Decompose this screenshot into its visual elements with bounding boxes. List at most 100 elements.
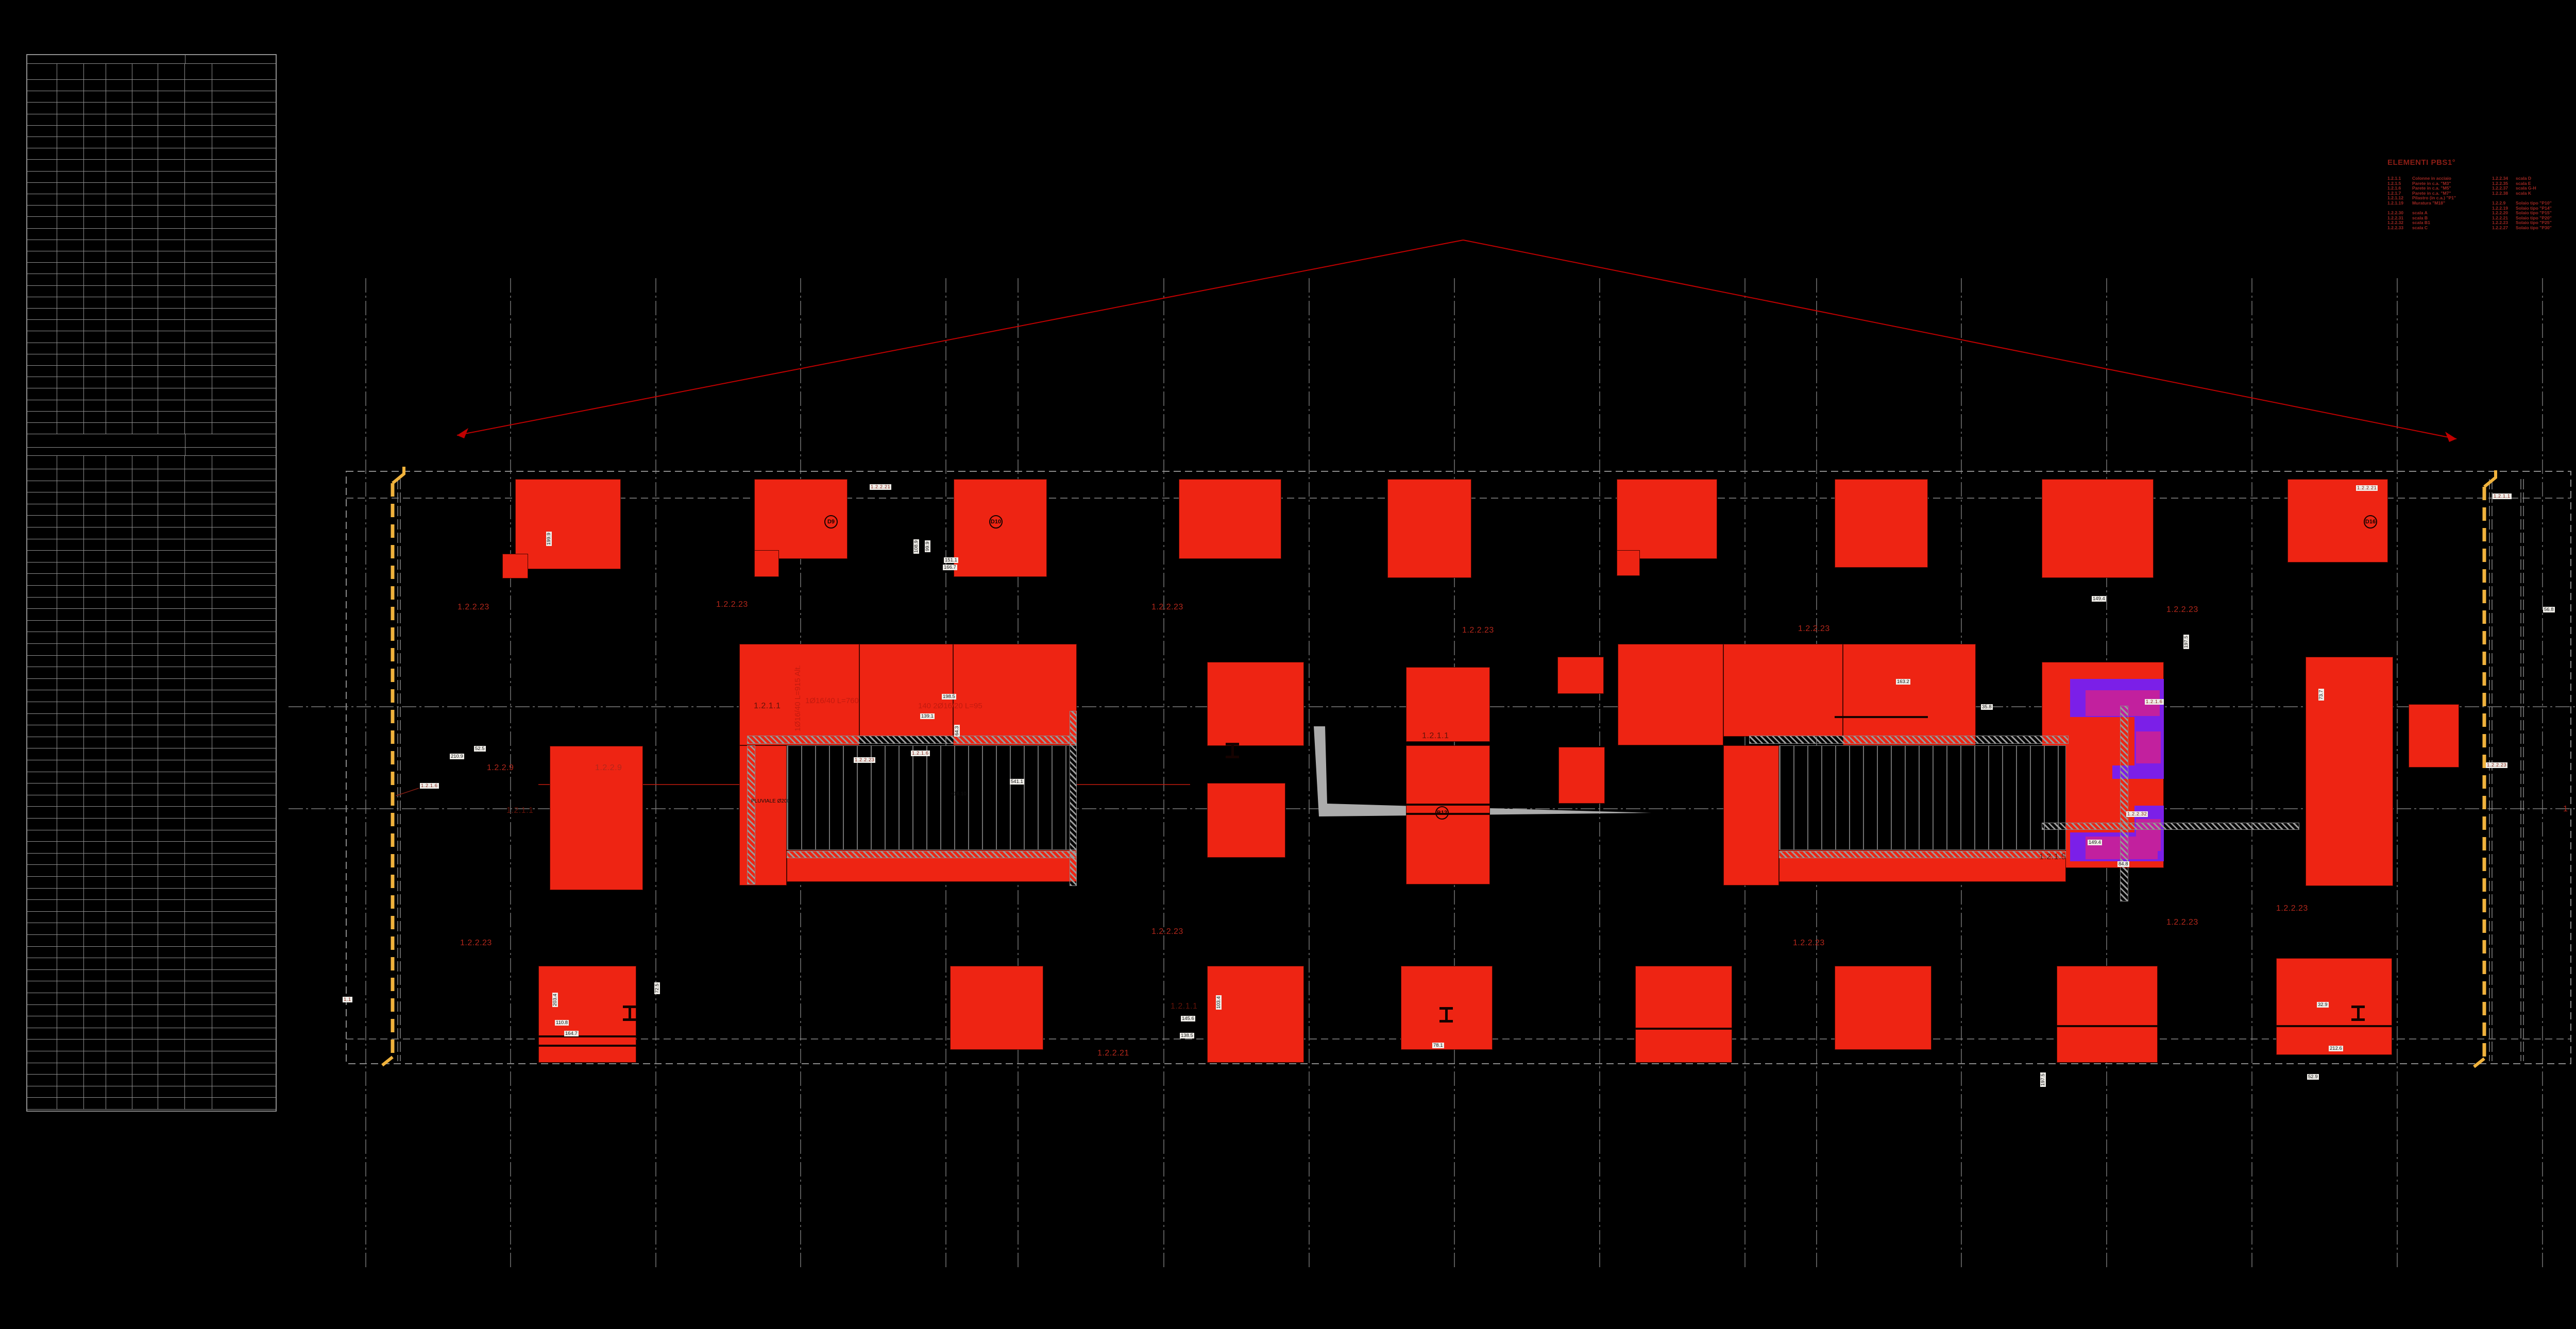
schedule-cell xyxy=(132,423,159,434)
pbs-code-label: 1.2.1.1 xyxy=(1422,731,1449,740)
schedule-cell xyxy=(57,469,84,481)
schedule-cell xyxy=(185,411,212,422)
schedule-cell xyxy=(185,103,212,114)
legend-item: Solaio tipo "P15" xyxy=(2516,210,2552,216)
schedule-cell xyxy=(57,492,84,504)
schedule-row xyxy=(27,228,277,240)
schedule-cell xyxy=(212,725,277,737)
schedule-row xyxy=(27,958,277,970)
pbs-code-label: 1.2.2.32 xyxy=(2126,811,2148,817)
schedule-cell xyxy=(84,400,107,411)
schedule-cell xyxy=(132,411,159,422)
schedule-cell xyxy=(84,807,107,818)
schedule-cell xyxy=(57,251,84,263)
schedule-cell xyxy=(212,644,277,655)
schedule-cell xyxy=(27,434,186,447)
schedule-cell xyxy=(185,551,212,562)
schedule-cell xyxy=(84,562,107,574)
schedule-cell xyxy=(185,309,212,320)
schedule-cell xyxy=(27,377,58,388)
schedule-row xyxy=(27,516,277,527)
schedule-cell xyxy=(158,632,185,643)
schedule-row xyxy=(27,504,277,516)
schedule-cell xyxy=(84,411,107,422)
slab-region xyxy=(1557,657,1604,694)
schedule-cell xyxy=(185,1040,212,1051)
schedule-cell xyxy=(27,91,58,103)
schedule-cell xyxy=(132,240,159,251)
schedule-row xyxy=(27,320,277,332)
schedule-cell xyxy=(185,527,212,539)
schedule-cell xyxy=(132,795,159,807)
schedule-cell xyxy=(57,562,84,574)
schedule-cell xyxy=(132,644,159,655)
schedule-cell xyxy=(84,1004,107,1016)
schedule-cell xyxy=(185,737,212,748)
schedule-cell xyxy=(57,1075,84,1086)
schedule-cell xyxy=(212,1086,277,1098)
schedule-cell xyxy=(212,423,277,434)
schedule-cell xyxy=(57,853,84,865)
schedule-row xyxy=(27,527,277,539)
schedule-cell xyxy=(132,923,159,934)
schedule-cell xyxy=(84,377,107,388)
schedule-cell xyxy=(158,125,185,137)
schedule-cell xyxy=(185,182,212,194)
schedule-cell xyxy=(132,562,159,574)
schedule-cell xyxy=(212,900,277,911)
legend-item: scala B xyxy=(2412,215,2428,220)
pbs-code-label: 1.2.2.23 xyxy=(2486,762,2508,768)
schedule-cell xyxy=(185,586,212,597)
schedule-row xyxy=(27,263,277,275)
schedule-cell xyxy=(212,331,277,343)
schedule-cell xyxy=(57,285,84,297)
legend-item: 1.2.1.12 xyxy=(2387,195,2404,201)
schedule-cell xyxy=(132,504,159,516)
dimension-tag: 210.9 xyxy=(450,754,464,759)
schedule-cell xyxy=(158,377,185,388)
schedule-cell xyxy=(185,320,212,331)
schedule-cell xyxy=(106,551,132,562)
schedule-cell xyxy=(106,492,132,504)
legend-item: Solaio tipo "P20" xyxy=(2516,215,2552,220)
schedule-row xyxy=(27,182,277,194)
schedule-cell xyxy=(185,783,212,795)
schedule-cell xyxy=(158,206,185,217)
dimension-tag: 198.5 xyxy=(942,694,956,700)
schedule-cell xyxy=(132,64,159,79)
schedule-cell xyxy=(84,206,107,217)
schedule-cell xyxy=(84,923,107,934)
schedule-cell xyxy=(212,366,277,377)
schedule-cell xyxy=(57,274,84,285)
pbs-legend-title: ELEMENTI PBS1° xyxy=(2387,158,2456,167)
schedule-cell xyxy=(132,137,159,148)
schedule-cell xyxy=(212,539,277,551)
schedule-cell xyxy=(158,609,185,620)
schedule-cell xyxy=(185,240,212,251)
schedule-cell xyxy=(106,632,132,643)
schedule-row xyxy=(27,492,277,504)
dimension-tag: 197.5 xyxy=(2040,1072,2046,1087)
schedule-cell xyxy=(132,91,159,103)
schedule-cell xyxy=(185,366,212,377)
slab-region xyxy=(950,966,1043,1050)
schedule-cell xyxy=(212,527,277,539)
schedule-cell xyxy=(185,228,212,240)
schedule-row xyxy=(27,423,277,435)
schedule-cell xyxy=(185,597,212,609)
schedule-cell xyxy=(212,655,277,667)
schedule-cell xyxy=(27,206,58,217)
schedule-cell xyxy=(185,667,212,678)
wall-hatch xyxy=(2120,706,2128,901)
schedule-cell xyxy=(84,713,107,725)
schedule-cell xyxy=(57,1028,84,1040)
schedule-cell xyxy=(84,690,107,702)
slab-region xyxy=(739,745,787,885)
pbs-code-label: 1.2.2.23 xyxy=(716,600,748,609)
schedule-cell xyxy=(84,297,107,308)
schedule-cell xyxy=(212,228,277,240)
slab-region xyxy=(1617,479,1717,559)
schedule-cell xyxy=(106,1063,132,1075)
schedule-cell xyxy=(27,819,58,830)
schedule-cell xyxy=(158,993,185,1004)
